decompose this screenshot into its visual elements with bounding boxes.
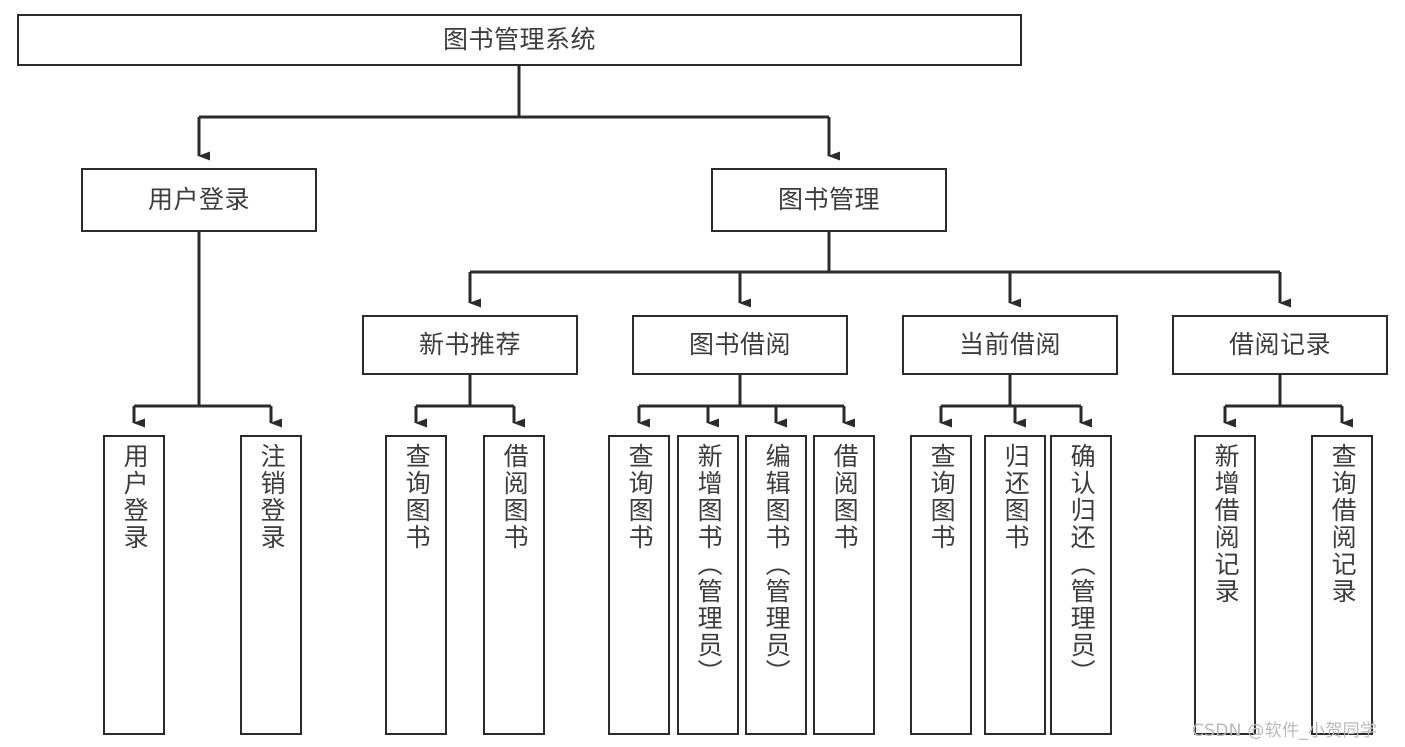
node-leaf-return-book[interactable]: 归还图书 xyxy=(984,435,1046,735)
node-root-book-management-system[interactable]: 图书管理系统 xyxy=(17,14,1022,66)
node-leaf-query-borrow-record[interactable]: 查询借阅记录 xyxy=(1311,435,1373,735)
node-current-borrow[interactable]: 当前借阅 xyxy=(902,315,1118,375)
node-new-book-recommend[interactable]: 新书推荐 xyxy=(362,315,578,375)
node-user-login[interactable]: 用户登录 xyxy=(81,168,317,232)
node-label: 查询借阅记录 xyxy=(1328,443,1358,605)
node-label: 确认归还（管理员） xyxy=(1067,443,1097,686)
node-label: 编辑图书（管理员） xyxy=(762,443,792,686)
node-label: 用户登录 xyxy=(147,185,250,214)
node-label: 用户登录 xyxy=(120,443,150,551)
node-leaf-borrow-book[interactable]: 借阅图书 xyxy=(813,435,875,735)
node-label: 新增图书（管理员） xyxy=(694,443,724,686)
node-book-borrow[interactable]: 图书借阅 xyxy=(632,315,848,375)
node-leaf-add-book-admin[interactable]: 新增图书（管理员） xyxy=(677,435,739,735)
node-label: 当前借阅 xyxy=(958,330,1061,359)
node-leaf-borrow-book-new-recommend[interactable]: 借阅图书 xyxy=(483,435,545,735)
node-label: 查询图书 xyxy=(927,443,957,551)
node-label: 图书借阅 xyxy=(688,330,791,359)
node-label: 借阅图书 xyxy=(500,443,530,551)
node-leaf-logout-login[interactable]: 注销登录 xyxy=(240,435,302,735)
node-leaf-query-book-current[interactable]: 查询图书 xyxy=(910,435,972,735)
node-leaf-user-login[interactable]: 用户登录 xyxy=(103,435,165,735)
node-label: 新书推荐 xyxy=(418,330,521,359)
node-leaf-query-book-new-recommend[interactable]: 查询图书 xyxy=(385,435,447,735)
node-leaf-add-borrow-record[interactable]: 新增借阅记录 xyxy=(1194,435,1256,735)
node-leaf-query-book-borrow[interactable]: 查询图书 xyxy=(608,435,670,735)
node-label: 新增借阅记录 xyxy=(1211,443,1241,605)
node-leaf-edit-book-admin[interactable]: 编辑图书（管理员） xyxy=(745,435,807,735)
node-label: 借阅图书 xyxy=(830,443,860,551)
node-label: 注销登录 xyxy=(257,443,287,551)
node-label: 归还图书 xyxy=(1001,443,1031,551)
node-label: 图书管理 xyxy=(777,185,880,214)
node-label: 图书管理系统 xyxy=(442,25,596,54)
node-label: 查询图书 xyxy=(402,443,432,551)
node-leaf-confirm-return-admin[interactable]: 确认归还（管理员） xyxy=(1050,435,1112,735)
node-book-management[interactable]: 图书管理 xyxy=(711,168,947,232)
node-borrow-record[interactable]: 借阅记录 xyxy=(1172,315,1388,375)
node-label: 借阅记录 xyxy=(1228,330,1331,359)
node-label: 查询图书 xyxy=(625,443,655,551)
csdn-watermark: CSDN @软件_小贺同学 xyxy=(1192,721,1378,741)
